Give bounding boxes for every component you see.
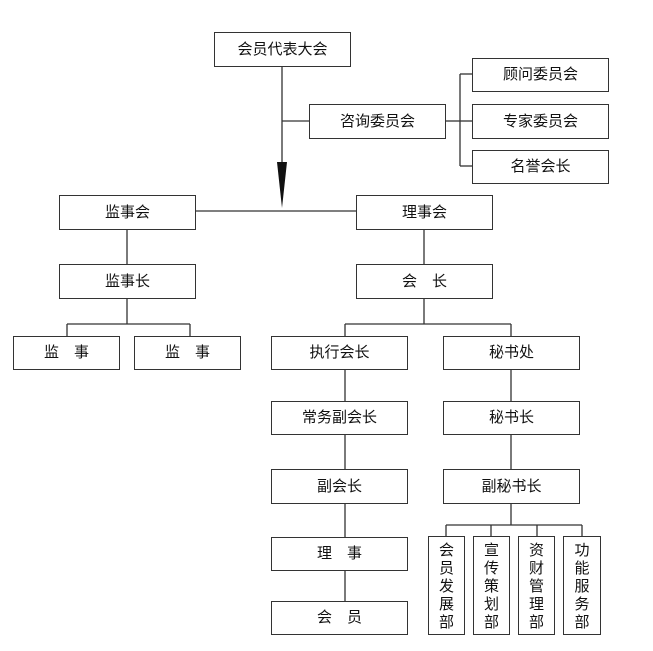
node-board: 理事会 [356, 195, 493, 230]
node-supervisor-2: 监 事 [134, 336, 241, 370]
node-supervisory-board: 监事会 [59, 195, 196, 230]
node-deputy-secretary: 副秘书长 [443, 469, 580, 504]
node-advisory: 咨询委员会 [309, 104, 446, 139]
node-exec-president: 执行会长 [271, 336, 408, 370]
node-supervisor-1: 监 事 [13, 336, 120, 370]
arrow-down-icon [277, 162, 287, 208]
node-congress: 会员代表大会 [214, 32, 351, 67]
node-president: 会 长 [356, 264, 493, 299]
node-vice-president: 副会长 [271, 469, 408, 504]
node-director: 理 事 [271, 537, 408, 571]
node-secretary-general: 秘书长 [443, 401, 580, 435]
node-consultants: 顾问委员会 [472, 58, 609, 92]
node-dept-finance: 资 财 管 理 部 [518, 536, 555, 635]
node-dept-members: 会 员 发 展 部 [428, 536, 465, 635]
node-chief-supervisor: 监事长 [59, 264, 196, 299]
node-dept-publicity: 宣 传 策 划 部 [473, 536, 510, 635]
node-experts: 专家委员会 [472, 104, 609, 139]
node-member: 会 员 [271, 601, 408, 635]
node-honorary: 名誉会长 [472, 150, 609, 184]
node-secretariat: 秘书处 [443, 336, 580, 370]
node-dept-services: 功 能 服 务 部 [563, 536, 601, 635]
node-standing-vp: 常务副会长 [271, 401, 408, 435]
